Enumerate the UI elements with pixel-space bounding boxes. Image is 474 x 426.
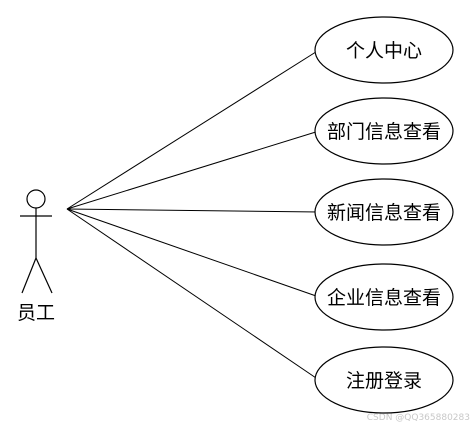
- actor-label: 员工: [17, 302, 55, 324]
- association-line: [66, 208, 320, 381]
- association-lines: [66, 49, 320, 381]
- use-case-label: 注册登录: [346, 370, 422, 392]
- association-line: [66, 208, 320, 298]
- association-line: [66, 208, 320, 213]
- actor-figure: [20, 189, 53, 294]
- use-case-ellipse: [314, 346, 454, 414]
- use-case-ellipse: [314, 178, 454, 246]
- use-case-label: 企业信息查看: [327, 287, 441, 309]
- use-case-label: 部门信息查看: [327, 121, 441, 143]
- actor-head: [26, 189, 46, 209]
- association-line: [66, 130, 320, 210]
- use-case-ellipse: [314, 16, 454, 84]
- actor-left-leg: [21, 257, 37, 294]
- watermark-text: CSDN @QQ365880283: [367, 413, 470, 423]
- use-case-label: 新闻信息查看: [327, 202, 441, 224]
- use-case-label: 个人中心: [346, 40, 422, 62]
- actor-right-leg: [35, 257, 53, 294]
- use-case-ellipse: [314, 263, 454, 331]
- use-case-ellipse: [314, 97, 454, 165]
- association-line: [66, 49, 320, 210]
